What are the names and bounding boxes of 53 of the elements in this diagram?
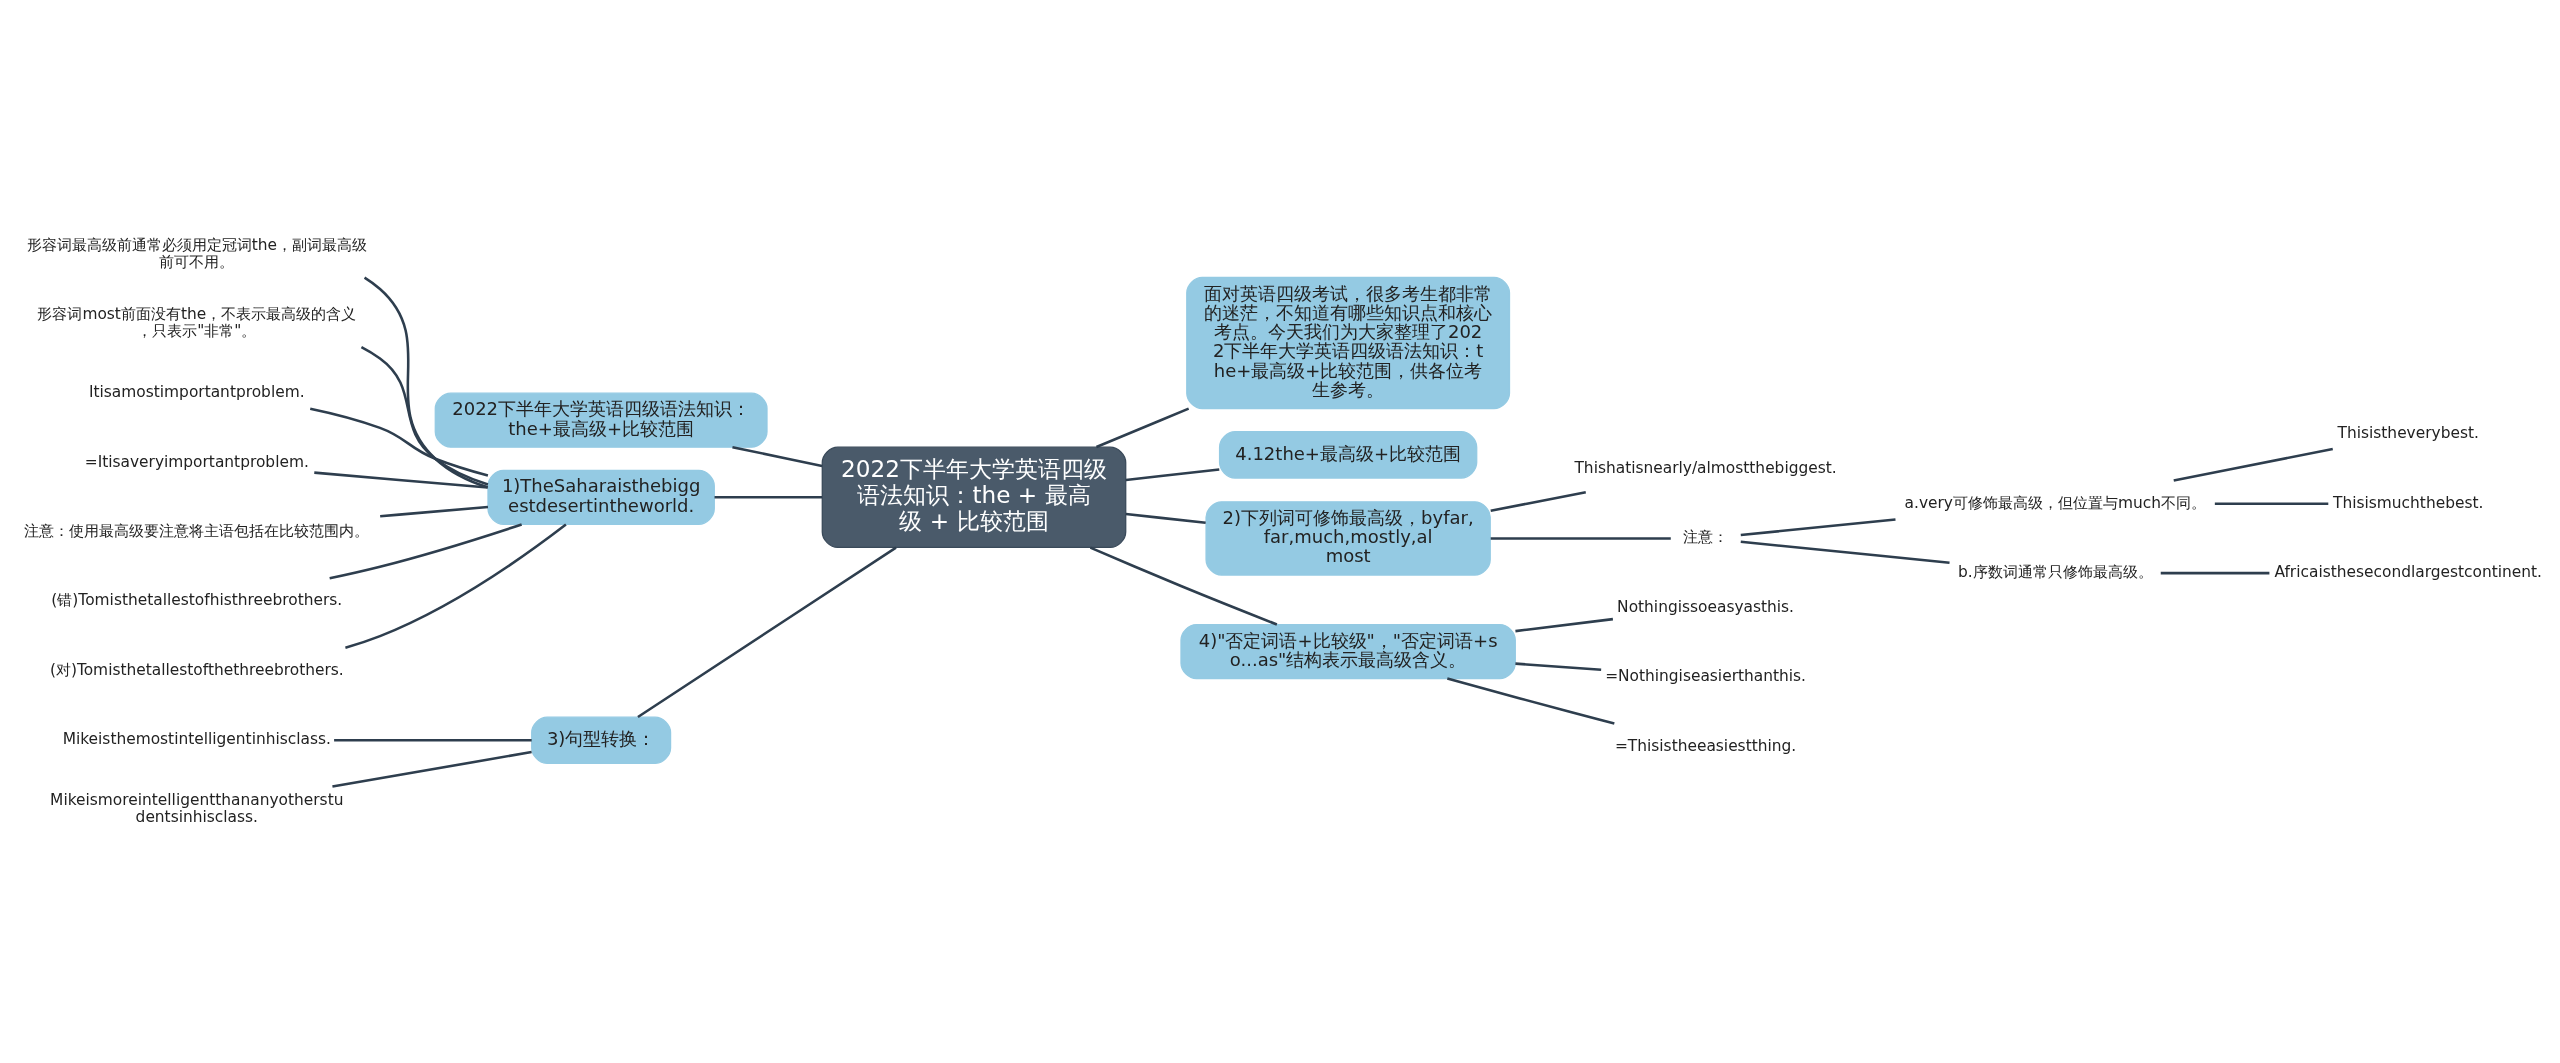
- connector: [1490, 490, 1586, 512]
- node-text: Africaisthesecondlargestcontinent.: [2274, 562, 2542, 581]
- connector: [345, 522, 567, 649]
- connector: [2160, 571, 2270, 574]
- node-text: a.very可修饰最高级，但位置与much不同。: [1904, 493, 2206, 512]
- connector: [380, 505, 489, 518]
- node-text: Nothingissoeasyasthis.: [1617, 597, 1795, 616]
- node-text: Thisistheverybest.: [2337, 423, 2479, 442]
- connector: [1095, 407, 1190, 448]
- connector: [1515, 617, 1614, 632]
- node-text: =Nothingiseasierthanthis.: [1605, 666, 1806, 685]
- node-box: 面对英语四级考试，很多考生都非常的迷茫，不知道有哪些知识点和核心考点。今天我们为大家整理了2022下半年大学英语四级语法知识：the+最高级+比较范围，供各位考生参考。: [1186, 276, 1511, 409]
- connector: [637, 546, 897, 718]
- node-box: 4)"否定词语+比较级"，"否定词语+so...as"结构表示最高级含义。: [1180, 623, 1516, 679]
- node-box: 2022下半年大学英语四级语法知识：the + 最高级 + 比较范围: [821, 446, 1127, 548]
- node-text: Mikeismoreintelligentthananyotherstudentsinhisclass.: [50, 790, 344, 826]
- connector: [309, 406, 489, 477]
- connector: [2173, 447, 2333, 482]
- node-text: 形容词most前面没有the，不表示最高级的含义，只表示"非常"。: [37, 304, 357, 340]
- connector: [1490, 536, 1671, 540]
- connector: [1515, 661, 1602, 671]
- connector: [2214, 501, 2329, 505]
- connector: [1740, 540, 1950, 564]
- node-text: (错)Tomisthetallestofhisthreebrothers.: [51, 590, 343, 609]
- node-box: 4.12the+最高级+比较范围: [1218, 430, 1478, 479]
- connector: [1125, 467, 1220, 481]
- node-box: 1)TheSaharaisthebiggestdesertintheworld.: [487, 469, 715, 525]
- node-text: 形容词最高级前通常必须用定冠词the，副词最高级前可不用。: [26, 235, 367, 271]
- connector: [334, 738, 532, 742]
- node-box: 2)下列词可修饰最高级，byfar,far,much,mostly,almost: [1205, 500, 1491, 576]
- node-text: 注意：使用最高级要注意将主语包括在比较范围内。: [24, 521, 370, 540]
- connector: [363, 275, 489, 488]
- node-text: =Thisistheeasiestthing.: [1614, 736, 1797, 755]
- connector: [329, 522, 523, 579]
- connector: [1740, 517, 1896, 536]
- node-text: (对)Tomisthetallestofthethreebrothers.: [49, 660, 344, 679]
- connector: [714, 495, 823, 499]
- node-box: 2022下半年大学英语四级语法知识：the+最高级+比较范围: [434, 392, 768, 448]
- connector: [314, 470, 488, 489]
- node-box: 3)句型转换：: [531, 716, 672, 764]
- connector: [360, 345, 489, 486]
- node-text: Itisamostimportantproblem.: [88, 382, 305, 401]
- connector: [1125, 512, 1206, 524]
- node-text: Thisismuchthebest.: [2333, 493, 2484, 512]
- node-text: b.序数词通常只修饰最高级。: [1957, 562, 2153, 581]
- connector: [332, 750, 532, 788]
- node-text: Mikeisthemostintelligentinhisclass.: [62, 729, 331, 748]
- connector: [1447, 676, 1615, 725]
- node-text: Thishatisnearly/almostthebiggest.: [1574, 458, 1837, 477]
- node-text: 注意：: [1683, 527, 1729, 546]
- connector: [732, 445, 823, 467]
- connector: [1089, 545, 1278, 626]
- node-text: =Itisaveryimportantproblem.: [84, 452, 309, 471]
